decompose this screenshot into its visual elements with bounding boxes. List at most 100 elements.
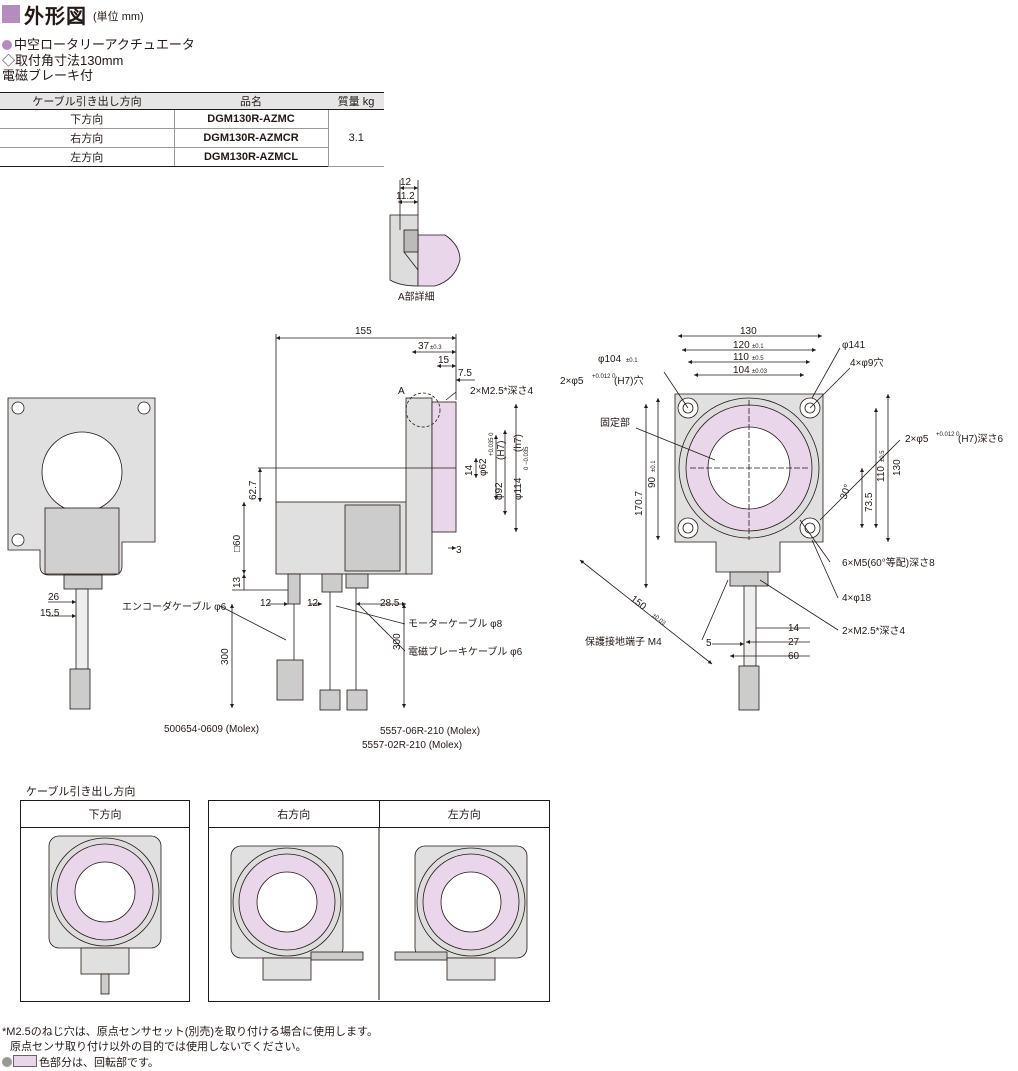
cell-model: DGM130R-AZMCL [173,147,329,167]
front-d104-tol: ±0.03 [752,369,768,375]
rear-view [7,397,156,710]
notes: *M2.5のねじ穴は、原点センサセット(別売)を取り付ける場合に使用します。 原… [2,1025,378,1071]
bullet-icon [2,1057,12,1067]
front-d130: 130 [740,326,757,337]
front-fixed: 固定部 [600,416,630,429]
detail-a-dim2: 11.2 [396,191,415,202]
side-phi62-tol: +0.035 0 [489,432,495,456]
side-d12b: 12 [307,598,319,609]
detail-a-label: A部詳細 [398,290,435,303]
title-marker [2,5,20,23]
product-name: 中空ロータリーアクチュエータ [14,37,195,52]
side-phi92: φ92 [494,482,505,500]
cell-direction: 下方向 [0,109,174,129]
cell-model: DGM130R-AZMCR [173,128,329,148]
side-d155: 155 [355,326,372,337]
rear-d15-5: 15.5 [40,608,60,619]
side-h7b: (h7) [513,434,524,452]
side-d13: 13 [232,576,243,588]
front-pin-suffix: (H7)穴 [614,374,643,387]
front-d27: 27 [788,637,800,648]
side-d3: 3 [456,545,462,556]
front-phi104-tol: ±0.1 [626,358,638,364]
cell-direction: 左方向 [0,147,174,167]
front-pin-tol: +0.012 0 [592,374,616,380]
front-pin-depth-tol: +0.012 0 [936,432,960,438]
table-row: 下方向 DGM130R-AZMC 3.1 [0,109,384,167]
detail-a-dim1: 12 [400,177,412,188]
side-d300b: 300 [392,633,403,650]
cell-mass: 3.1 [328,109,384,167]
product-info: 中空ロータリーアクチュエータ ◇取付角寸法130mm 電磁ブレーキ付 [2,37,195,84]
cable-direction-right-left: 右方向 左方向 [208,800,550,1002]
down-view-icon [48,835,162,995]
cell-direction: 右方向 [0,128,174,148]
side-d60: □60 [232,534,243,552]
front-ground: 保護接地端子 M4 [585,635,662,648]
page-title: 外形図 (単位 mm) [2,2,144,28]
front-phi104: φ104 [598,354,622,365]
table-row: 右方向 DGM130R-AZMCR [0,128,384,148]
side-d12a: 12 [260,598,272,609]
table-row: 左方向 DGM130R-AZMCL [0,147,384,167]
front-phi18: 4×φ18 [842,593,871,604]
front-d150: 150 [628,594,648,613]
spec-table: ケーブル引き出し方向 品名 質量 kg 下方向 DGM130R-AZMC 3.1… [0,92,384,167]
unit-label: (単位 mm) [93,11,144,23]
cable-direction-down: 下方向 [20,800,190,1002]
front-d150-tol: ±0.03 [651,613,667,627]
conn3-label: 5557-02R-210 (Molex) [362,740,462,751]
direction-label-right: 右方向 [209,801,380,827]
front-d90-tol: ±0.1 [651,460,657,472]
side-hole-label: 2×M2.5*深さ4 [470,385,534,397]
front-d130v: 130 [892,459,903,476]
product-brake: 電磁ブレーキ付 [2,68,94,83]
title-text: 外形図 [24,5,87,28]
front-pin-depth: 2×φ5 [905,434,929,445]
front-pin-hole: 2×φ5 [560,376,584,387]
side-d7-5: 7.5 [458,368,472,379]
front-d120-tol: ±0.1 [752,344,764,350]
detail-a [389,180,461,287]
front-d110v: 110 [876,466,887,482]
col-mass: 質量 kg [328,92,384,110]
note-1: *M2.5のねじ穴は、原点センサセット(別売)を取り付ける場合に使用します。 [2,1026,378,1038]
col-direction: ケーブル引き出し方向 [0,92,174,110]
front-d90: 90 [647,476,658,488]
conn1-label: 500654-0609 (Molex) [164,724,259,735]
side-d14: 14 [464,464,475,476]
side-d15: 15 [438,355,450,366]
side-d37: 37 [418,341,430,352]
front-d73-5: 73.5 [864,492,875,512]
side-phi62: φ62 [478,458,489,476]
front-deg30: 30° [838,483,854,501]
front-d60: 60 [788,651,800,662]
direction-label-left: 左方向 [447,809,481,821]
front-d170-7: 170.7 [634,491,645,516]
front-holes9: 4×φ9穴 [850,356,883,369]
front-m25: 2×M2.5*深さ4 [842,625,906,637]
front-d5: 5 [706,638,712,649]
front-m5: 6×M5(60°等配)深さ8 [842,556,935,569]
side-d28-5: 28.5 [380,598,400,609]
motor-cable-label: モーターケーブル φ8 [408,617,503,630]
note-3-text: 色部分は、回転部です。 [39,1057,159,1069]
side-a-label: A [398,386,405,397]
rotating-swatch-icon [13,1055,37,1067]
front-pin-depth-suffix: (H7)深さ6 [958,433,1003,445]
front-d120: 120 [733,340,750,351]
side-d37-tol: ±0.3 [430,345,442,351]
front-d104: 104 [733,365,750,376]
product-size: ◇取付角寸法130mm [2,52,124,68]
direction-label-down: 下方向 [88,809,122,821]
front-d14: 14 [788,623,800,634]
cable-direction-title: ケーブル引き出し方向 [26,786,136,798]
side-d300a: 300 [220,648,231,665]
rear-d26: 26 [48,592,60,603]
conn2-label: 5557-06R-210 (Molex) [380,726,480,737]
bullet-icon [2,40,12,50]
front-d110-tol: ±0.5 [752,356,764,362]
side-phi114: φ114 [513,477,524,500]
side-phi114-tol: 0 −0.035 [524,446,530,470]
front-phi141: φ141 [842,340,866,351]
